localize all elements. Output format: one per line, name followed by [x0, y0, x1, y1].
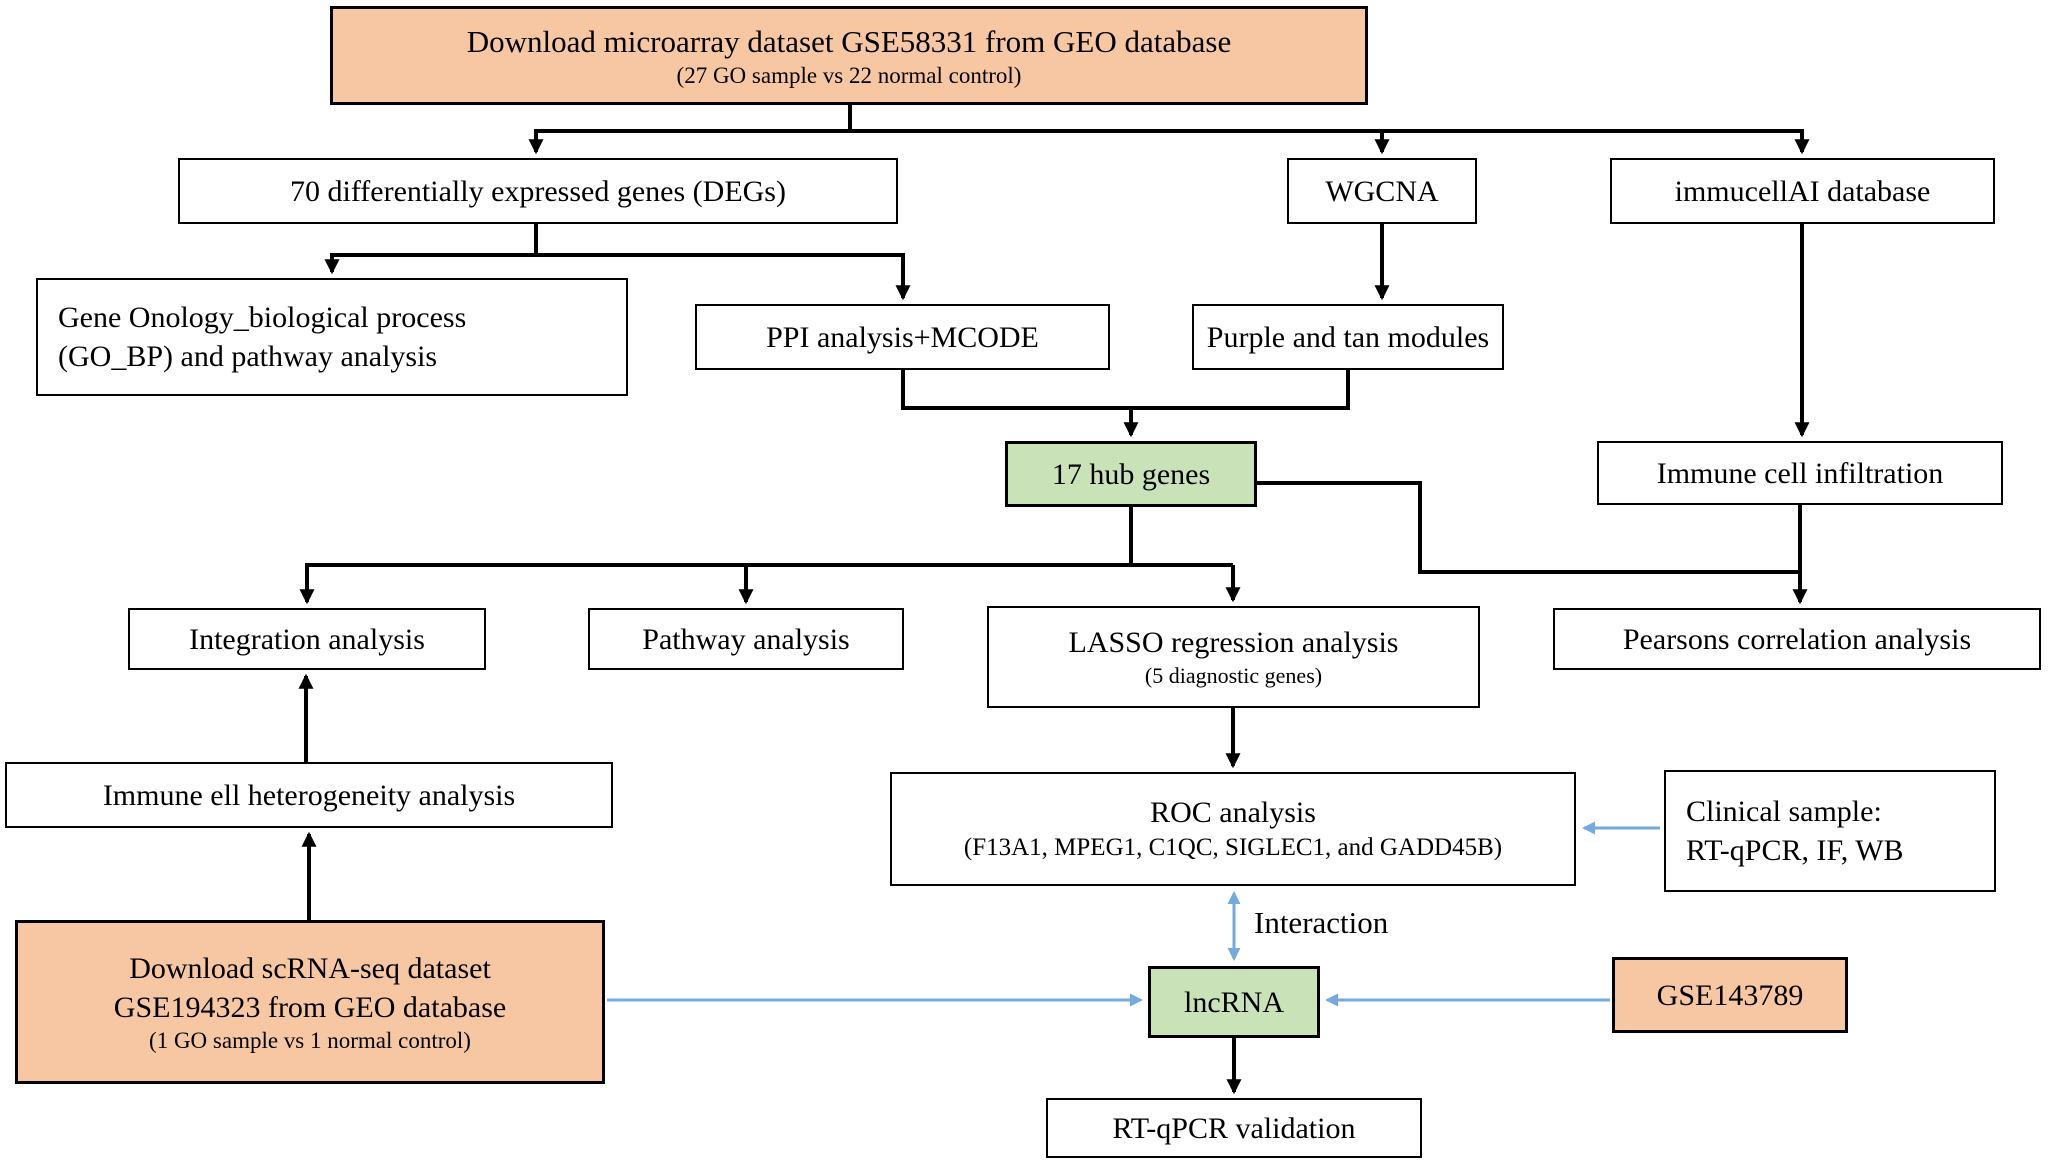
node-hub-genes: 17 hub genes	[1005, 441, 1257, 507]
node-scrna-dataset: Download scRNA-seq dataset GSE194323 fro…	[15, 920, 605, 1084]
node-degs: 70 differentially expressed genes (DEGs)	[178, 158, 898, 224]
node-clinical-sample: Clinical sample: RT-qPCR, IF, WB	[1664, 770, 1996, 892]
node-scrna-line2: GSE194323 from GEO database	[113, 991, 507, 1025]
node-modules-title: Purple and tan modules	[1206, 320, 1490, 354]
node-clinical-line2: RT-qPCR, IF, WB	[1686, 834, 1904, 867]
node-clinical-line1: Clinical sample:	[1686, 795, 1882, 828]
node-degs-title: 70 differentially expressed genes (DEGs)	[290, 174, 786, 208]
node-ppi-mcode: PPI analysis+MCODE	[695, 304, 1110, 370]
node-roc-analysis: ROC analysis (F13A1, MPEG1, C1QC, SIGLEC…	[890, 772, 1576, 886]
node-hub-title: 17 hub genes	[1051, 457, 1211, 491]
node-immune-heterogeneity: Immune ell heterogeneity analysis	[5, 762, 613, 828]
node-wgcna-title: WGCNA	[1325, 174, 1439, 208]
node-integration-analysis: Integration analysis	[128, 608, 486, 670]
node-microarray-title: Download microarray dataset GSE58331 fro…	[466, 23, 1232, 59]
node-pathway-title: Pathway analysis	[642, 622, 850, 656]
node-heterogeneity-title: Immune ell heterogeneity analysis	[102, 778, 516, 812]
node-rtqpcr-title: RT-qPCR validation	[1112, 1111, 1356, 1145]
node-gse143789-title: GSE143789	[1656, 978, 1804, 1012]
node-infiltration-title: Immune cell infiltration	[1656, 456, 1944, 490]
node-roc-title: ROC analysis	[1150, 796, 1316, 830]
node-ppi-title: PPI analysis+MCODE	[766, 320, 1039, 354]
node-gobp-line1: Gene Onology_biological process	[58, 301, 467, 334]
node-lasso-regression: LASSO regression analysis (5 diagnostic …	[987, 606, 1480, 708]
node-rtqpcr-validation: RT-qPCR validation	[1046, 1098, 1422, 1158]
node-integration-title: Integration analysis	[189, 622, 425, 656]
node-gse143789: GSE143789	[1612, 957, 1848, 1033]
node-lasso-subtitle: (5 diagnostic genes)	[1144, 663, 1323, 689]
node-gobp-line2: (GO_BP) and pathway analysis	[58, 340, 438, 373]
node-microarray-dataset: Download microarray dataset GSE58331 fro…	[330, 6, 1368, 105]
node-pearsons-title: Pearsons correlation analysis	[1622, 622, 1972, 656]
node-immune-cell-infiltration: Immune cell infiltration	[1597, 441, 2003, 505]
node-lncrna: lncRNA	[1148, 966, 1320, 1038]
node-wgcna: WGCNA	[1287, 158, 1477, 224]
node-microarray-subtitle: (27 GO sample vs 22 normal control)	[676, 62, 1022, 88]
node-gobp: Gene Onology_biological process (GO_BP) …	[36, 278, 628, 396]
node-immucellai-title: immucellAI database	[1674, 174, 1931, 208]
node-pathway-analysis: Pathway analysis	[588, 608, 904, 670]
node-scrna-line1: Download scRNA-seq dataset	[129, 952, 491, 986]
interaction-label: Interaction	[1254, 905, 1389, 940]
node-lncrna-title: lncRNA	[1184, 985, 1284, 1019]
line-hub-right-elbow	[1257, 481, 1800, 574]
node-immucellai: immucellAI database	[1610, 158, 1995, 224]
node-purple-tan-modules: Purple and tan modules	[1192, 304, 1504, 370]
node-lasso-title: LASSO regression analysis	[1068, 626, 1399, 660]
node-pearsons-correlation: Pearsons correlation analysis	[1553, 608, 2041, 670]
node-scrna-subtitle: (1 GO sample vs 1 normal control)	[149, 1028, 471, 1054]
node-roc-subtitle: (F13A1, MPEG1, C1QC, SIGLEC1, and GADD45…	[963, 834, 1503, 862]
